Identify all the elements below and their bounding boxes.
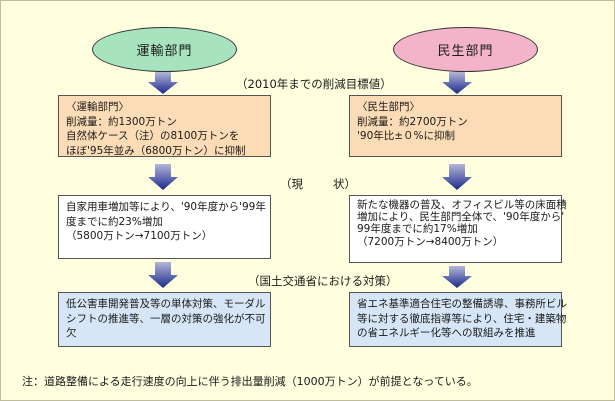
civil-current-box: 新たな機器の普及、オフィスビル等の床面積 増加により、民生部門全体で、'90年度… [349,195,567,263]
civil-target-box: 〈民生部門〉 削減量：約2700万トン '90年比±０%に抑制 [349,95,562,157]
transport-sector-oval: 運輸部門 [92,27,237,72]
box-line: 削減量：約2700万トン [357,115,468,128]
box-line: 低公害車開発普及等の単体対策、モーダル [66,298,266,310]
box-line: 等に対する徹底指導等により、住宅・建築物 [357,312,567,325]
box-line: 自然体ケース（注）の8100万トンを [66,130,240,142]
down-arrow-icon [442,72,472,94]
civil-sector-label: 民生部門 [437,44,494,59]
box-line: 削減量：約1300万トン [66,115,177,128]
footnote: 注：道路整備による走行速度の向上に伴う排出量削減（1000万トン）が前提となって… [22,375,478,388]
box-line: の省エネルギー化等への取組みを推進 [357,327,536,339]
box-line: 度までに約23%増加 [66,215,163,228]
down-arrow-icon [148,262,178,288]
down-arrow-icon [148,164,178,190]
box-line: '90年比±０%に抑制 [357,130,456,142]
box-line: 増加により、民生部門全体で、'90年度から' [357,211,565,224]
box-line: 99年度までに約17%増加 [357,223,478,236]
down-arrow-icon [442,266,472,288]
box-line: シフトの推進等、一層の対策の強化が不可 [66,312,266,325]
down-arrow-icon [148,72,178,94]
box-line: ほぼ'95年並み（6800万トン）に抑制 [66,144,246,157]
down-arrow-icon [442,164,472,190]
transport-target-box: 〈運輸部門〉 削減量：約1300万トン 自然体ケース（注）の8100万トンを ほ… [58,95,271,157]
section-label-current-right: 状） [333,177,356,191]
box-line: （7200万トン→8400万トン） [357,235,504,248]
section-label-measures: （国土交通省における対策） [244,273,402,289]
section-label-target: （2010年までの削減目標値） [232,76,396,92]
box-line: （5800万トン→7100万トン） [66,230,213,242]
civil-sector-oval: 民生部門 [393,27,538,72]
transport-current-box: 自家用車増加等により、'90年度から'99年 度までに約23%増加 （5800万… [58,195,271,259]
transport-sector-label: 運輸部門 [136,44,193,59]
section-label-current-left: （現 [280,177,303,191]
box-line: 欠 [66,327,77,339]
box-line: 自家用車増加等により、'90年度から'99年 [66,201,266,213]
civil-measures-box: 省エネ基準適合住宅の整備誘導、事務所ビル 等に対する徹底指導等により、住宅・建築… [349,292,567,347]
box-line: 〈運輸部門〉 [66,101,129,113]
box-line: 〈民生部門〉 [357,101,420,113]
box-line: 新たな機器の普及、オフィスビル等の床面積 [357,199,567,211]
transport-measures-box: 低公害車開発普及等の単体対策、モーダル シフトの推進等、一層の対策の強化が不可 … [58,292,271,347]
box-line: 省エネ基準適合住宅の整備誘導、事務所ビル [357,298,567,310]
section-label-current: （現 状） [276,176,360,192]
